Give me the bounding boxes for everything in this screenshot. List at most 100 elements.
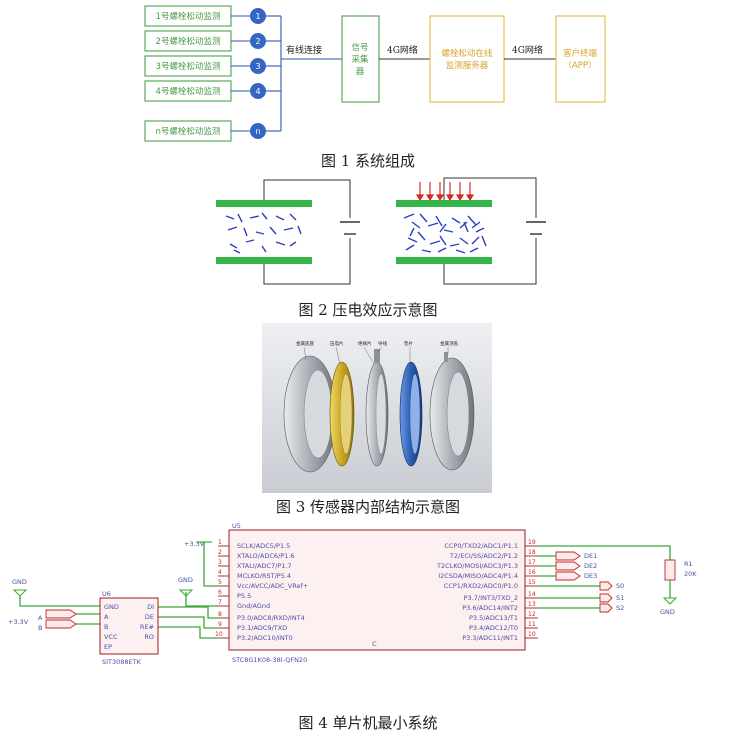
net-label-2: 4G网络 [512, 44, 543, 56]
svg-text:导线: 导线 [378, 340, 387, 347]
svg-text:DI: DI [147, 603, 154, 611]
svg-text:U5: U5 [232, 522, 241, 530]
svg-text:16: 16 [528, 569, 536, 576]
svg-text:MCLKO/RST/P5.4: MCLKO/RST/P5.4 [237, 572, 291, 580]
fig3-sensor-structure: 金属底座 压电片 绝缘片 导线 垫片 金属顶盖 [262, 323, 492, 493]
svg-text:XTALO/ADC6/P1.6: XTALO/ADC6/P1.6 [237, 552, 295, 560]
svg-text:13: 13 [528, 601, 536, 608]
svg-text:P3.5/ADC13/T1: P3.5/ADC13/T1 [469, 614, 518, 622]
u5-left-pin-stubs: 1 2 3 4 5 6 7 8 9 10 [215, 539, 229, 639]
sensor-box-2: 2号螺栓松动监测 [144, 30, 232, 52]
sensor-number-2: 2 [250, 33, 266, 49]
svg-text:P3.0/ADC8/RXD/INT4: P3.0/ADC8/RXD/INT4 [237, 614, 305, 622]
svg-text:4: 4 [218, 569, 222, 576]
svg-text:P3.6/ADC14/INT2: P3.6/ADC14/INT2 [462, 604, 518, 612]
svg-text:VCC: VCC [104, 633, 118, 641]
svg-text:客户终端: 客户终端 [563, 48, 598, 59]
svg-text:P3.7/INT3/TXD_2: P3.7/INT3/TXD_2 [464, 594, 518, 602]
svg-text:1: 1 [255, 12, 260, 21]
svg-text:DE2: DE2 [584, 562, 597, 570]
cap-pin [444, 352, 448, 362]
svg-text:7: 7 [218, 599, 222, 606]
svg-text:2: 2 [218, 549, 222, 556]
sensor-number-n: n [250, 123, 266, 139]
svg-text:17: 17 [528, 559, 536, 566]
svg-text:T2CLKO/MOSI/ADC3/P1.3: T2CLKO/MOSI/ADC3/P1.3 [436, 562, 518, 570]
client-box: 客户终端 （APP） [555, 15, 606, 103]
force-arrows [415, 182, 475, 202]
green-wires [19, 542, 671, 639]
de-ports [555, 551, 581, 581]
svg-text:10: 10 [528, 631, 536, 638]
net-label-1: 4G网络 [387, 44, 418, 56]
u6-power: GND +3.3V A B [8, 578, 43, 632]
fibers-sparse [225, 212, 302, 254]
sensor-box-4: 4号螺栓松动监测 [144, 80, 232, 102]
svg-text:（APP）: （APP） [563, 60, 596, 71]
svg-text:10: 10 [215, 631, 223, 638]
sensor-label: 2号螺栓松动监测 [156, 36, 221, 47]
svg-text:2: 2 [255, 37, 260, 46]
svg-text:垫片: 垫片 [404, 340, 413, 347]
svg-text:6: 6 [218, 589, 222, 596]
fibers-dense [403, 213, 487, 254]
sensor-box-1: 1号螺栓松动监测 [144, 5, 232, 27]
svg-text:Vcc/AVCC/ADC_VRef+: Vcc/AVCC/ADC_VRef+ [237, 582, 308, 590]
svg-text:5: 5 [218, 579, 222, 586]
svg-text:RE#: RE# [140, 623, 154, 631]
insulator-ring [365, 349, 389, 467]
svg-text:GND: GND [660, 608, 675, 616]
svg-text:采集: 采集 [351, 54, 369, 65]
wire-terminal [374, 349, 380, 363]
svg-text:A: A [38, 614, 43, 622]
svg-text:DE3: DE3 [584, 572, 597, 580]
svg-text:压电片: 压电片 [330, 340, 344, 347]
svg-text:金属顶盖: 金属顶盖 [440, 340, 458, 347]
svg-text:Gnd/AGnd: Gnd/AGnd [237, 602, 270, 610]
svg-text:19: 19 [528, 539, 536, 546]
washer-ring [399, 361, 423, 467]
svg-text:B: B [38, 624, 42, 632]
svg-text:金属底座: 金属底座 [296, 340, 314, 347]
u5-right-pins: CCP0/TXD2/ADC1/P1.1 T2/ECI/SS/ADC2/P1.2 … [436, 542, 518, 642]
svg-text:+3.3V: +3.3V [8, 618, 29, 626]
piezo-ring [329, 361, 355, 467]
svg-text:GND: GND [104, 603, 119, 611]
svg-text:11: 11 [528, 621, 536, 628]
fig4-caption: 图 4 单片机最小系统 [298, 714, 438, 732]
fig2-caption: 图 2 压电效应示意图 [298, 301, 438, 319]
sensor-number-4: 4 [250, 83, 266, 99]
svg-text:4: 4 [255, 87, 260, 96]
svg-text:P5.5: P5.5 [237, 592, 251, 600]
svg-text:绝缘片: 绝缘片 [358, 340, 372, 347]
svg-text:信号: 信号 [351, 42, 368, 53]
svg-text:+3.3V: +3.3V [184, 540, 205, 548]
svg-text:P3.4/ADC12/T0: P3.4/ADC12/T0 [469, 624, 518, 632]
svg-text:B: B [104, 623, 108, 631]
svg-text:14: 14 [528, 591, 536, 598]
label-leaders [303, 346, 449, 365]
u5-power: +3.3V GND [178, 540, 212, 597]
metal-cap-ring [429, 352, 475, 471]
svg-text:GND: GND [178, 576, 193, 584]
svg-text:20K: 20K [684, 570, 697, 578]
svg-text:CCP0/TXD2/ADC1/P1.1: CCP0/TXD2/ADC1/P1.1 [444, 542, 518, 550]
svg-text:P3.1/ADC9/TXD: P3.1/ADC9/TXD [237, 624, 287, 632]
u5-left-pins: SCLK/ADC5/P1.5 XTALO/ADC6/P1.6 XTALI/ADC… [237, 542, 308, 642]
svg-text:器: 器 [356, 67, 365, 77]
svg-text:3: 3 [218, 559, 222, 566]
fig2-piezo-diagram [216, 177, 546, 285]
link-label: 有线连接 [286, 44, 322, 56]
svg-text:SIT3088ETK: SIT3088ETK [102, 658, 142, 666]
svg-text:A: A [104, 613, 109, 621]
u6-chip: U6 SIT3088ETK GND A B VCC EP DI DE RE# R… [99, 590, 159, 666]
sensor-box-3: 3号螺栓松动监测 [144, 55, 232, 77]
svg-text:SCLK/ADC5/P1.5: SCLK/ADC5/P1.5 [237, 542, 290, 550]
svg-text:1: 1 [218, 539, 222, 546]
svg-text:DE: DE [145, 613, 154, 621]
svg-text:DE1: DE1 [584, 552, 597, 560]
svg-text:监测服务器: 监测服务器 [446, 60, 489, 71]
sensor-number-3: 3 [250, 58, 266, 74]
metal-base-ring [283, 355, 337, 473]
svg-text:螺栓松动在线: 螺栓松动在线 [441, 48, 493, 59]
